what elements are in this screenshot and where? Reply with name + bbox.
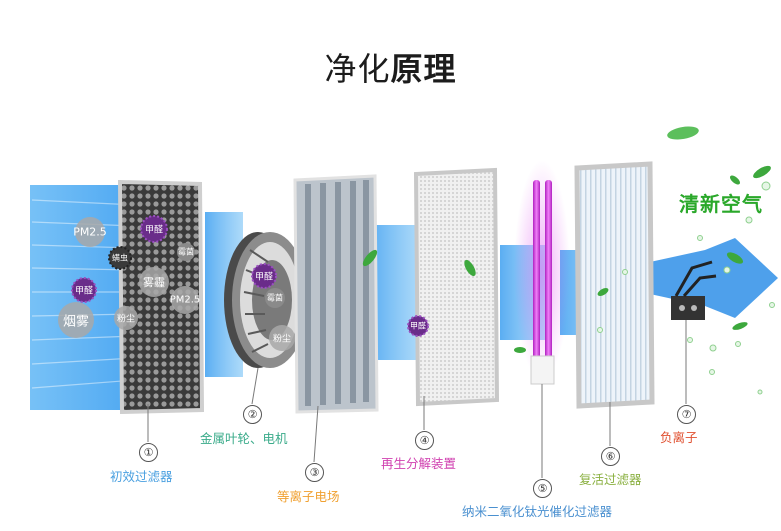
title-part-1: 净化 xyxy=(324,50,391,88)
stage-number: ⑥ xyxy=(601,447,620,466)
stage-label: 纳米二氧化钛光催化过滤器 xyxy=(462,504,613,519)
pollutant-particles xyxy=(58,215,429,351)
ion-bubble-icons xyxy=(597,181,775,395)
pollutant-label: 甲醛 xyxy=(410,321,426,331)
stage-label: 复活过滤器 xyxy=(579,472,642,487)
pollutant-particle-formaldehyde xyxy=(407,315,429,337)
clean-air-output xyxy=(650,238,778,318)
pollutant-label: 粉尘 xyxy=(272,334,292,345)
pollutant-label: 霉菌 xyxy=(267,293,283,303)
pollutant-particle-dust xyxy=(171,286,199,314)
stage-number: ① xyxy=(139,443,158,462)
stage-number: ④ xyxy=(415,431,434,450)
title-part-2: 原理 xyxy=(390,50,457,88)
pollutant-particle-mold xyxy=(177,243,195,261)
pollutant-label: PM2.5 xyxy=(169,294,201,306)
pollutant-particle-dust xyxy=(75,217,105,247)
stage-number: ⑤ xyxy=(533,479,552,498)
stage-label: 负离子 xyxy=(660,430,698,445)
pollutant-particle-formaldehyde xyxy=(251,263,277,289)
pollutant-label: 烟雾 xyxy=(62,314,90,330)
pollutant-particle-dust xyxy=(269,325,295,351)
stage-label: 初效过滤器 xyxy=(110,469,173,484)
uv-photocatalyst xyxy=(514,160,570,385)
pollutant-particle-formaldehyde xyxy=(140,215,168,243)
primary-filter xyxy=(117,179,205,415)
page-title: 净化原理 xyxy=(0,44,781,90)
stage-number: ② xyxy=(243,405,262,424)
plasma-field xyxy=(293,174,379,414)
pollutant-particle-mite xyxy=(108,246,132,270)
stage-label: 再生分解装置 xyxy=(381,456,457,471)
pollutant-label: 甲醛 xyxy=(144,225,164,236)
pollutant-label: 粉尘 xyxy=(116,314,136,325)
pollutant-particle-formaldehyde xyxy=(71,277,97,303)
pollutant-particle-dust xyxy=(139,267,169,297)
pollutant-particle-dust xyxy=(114,306,138,330)
pollutant-particle-dust xyxy=(58,302,94,338)
pollutant-particle-mold xyxy=(265,288,285,308)
pollutant-label: 甲醛 xyxy=(74,286,94,297)
leaf-icons xyxy=(362,126,771,353)
airflow-segment xyxy=(370,225,420,360)
pollutant-label: 霉菌 xyxy=(178,247,194,257)
stage-label: 等离子电场 xyxy=(277,489,340,504)
revival-filter xyxy=(574,161,655,409)
pollutant-label: PM2.5 xyxy=(73,225,107,239)
stage-label: 金属叶轮、电机 xyxy=(200,431,288,446)
stage-number: ⑦ xyxy=(677,405,696,424)
ion-generator xyxy=(671,260,717,320)
clean-air-label: 清新空气 xyxy=(679,192,763,216)
pollutant-label: 甲醛 xyxy=(254,272,274,283)
leader-lines xyxy=(147,320,687,478)
regeneration-device xyxy=(413,167,500,407)
pollutant-label: 雾霾 xyxy=(143,276,165,289)
pollutant-label: 螨虫 xyxy=(112,253,128,263)
stage-number: ③ xyxy=(305,463,324,482)
